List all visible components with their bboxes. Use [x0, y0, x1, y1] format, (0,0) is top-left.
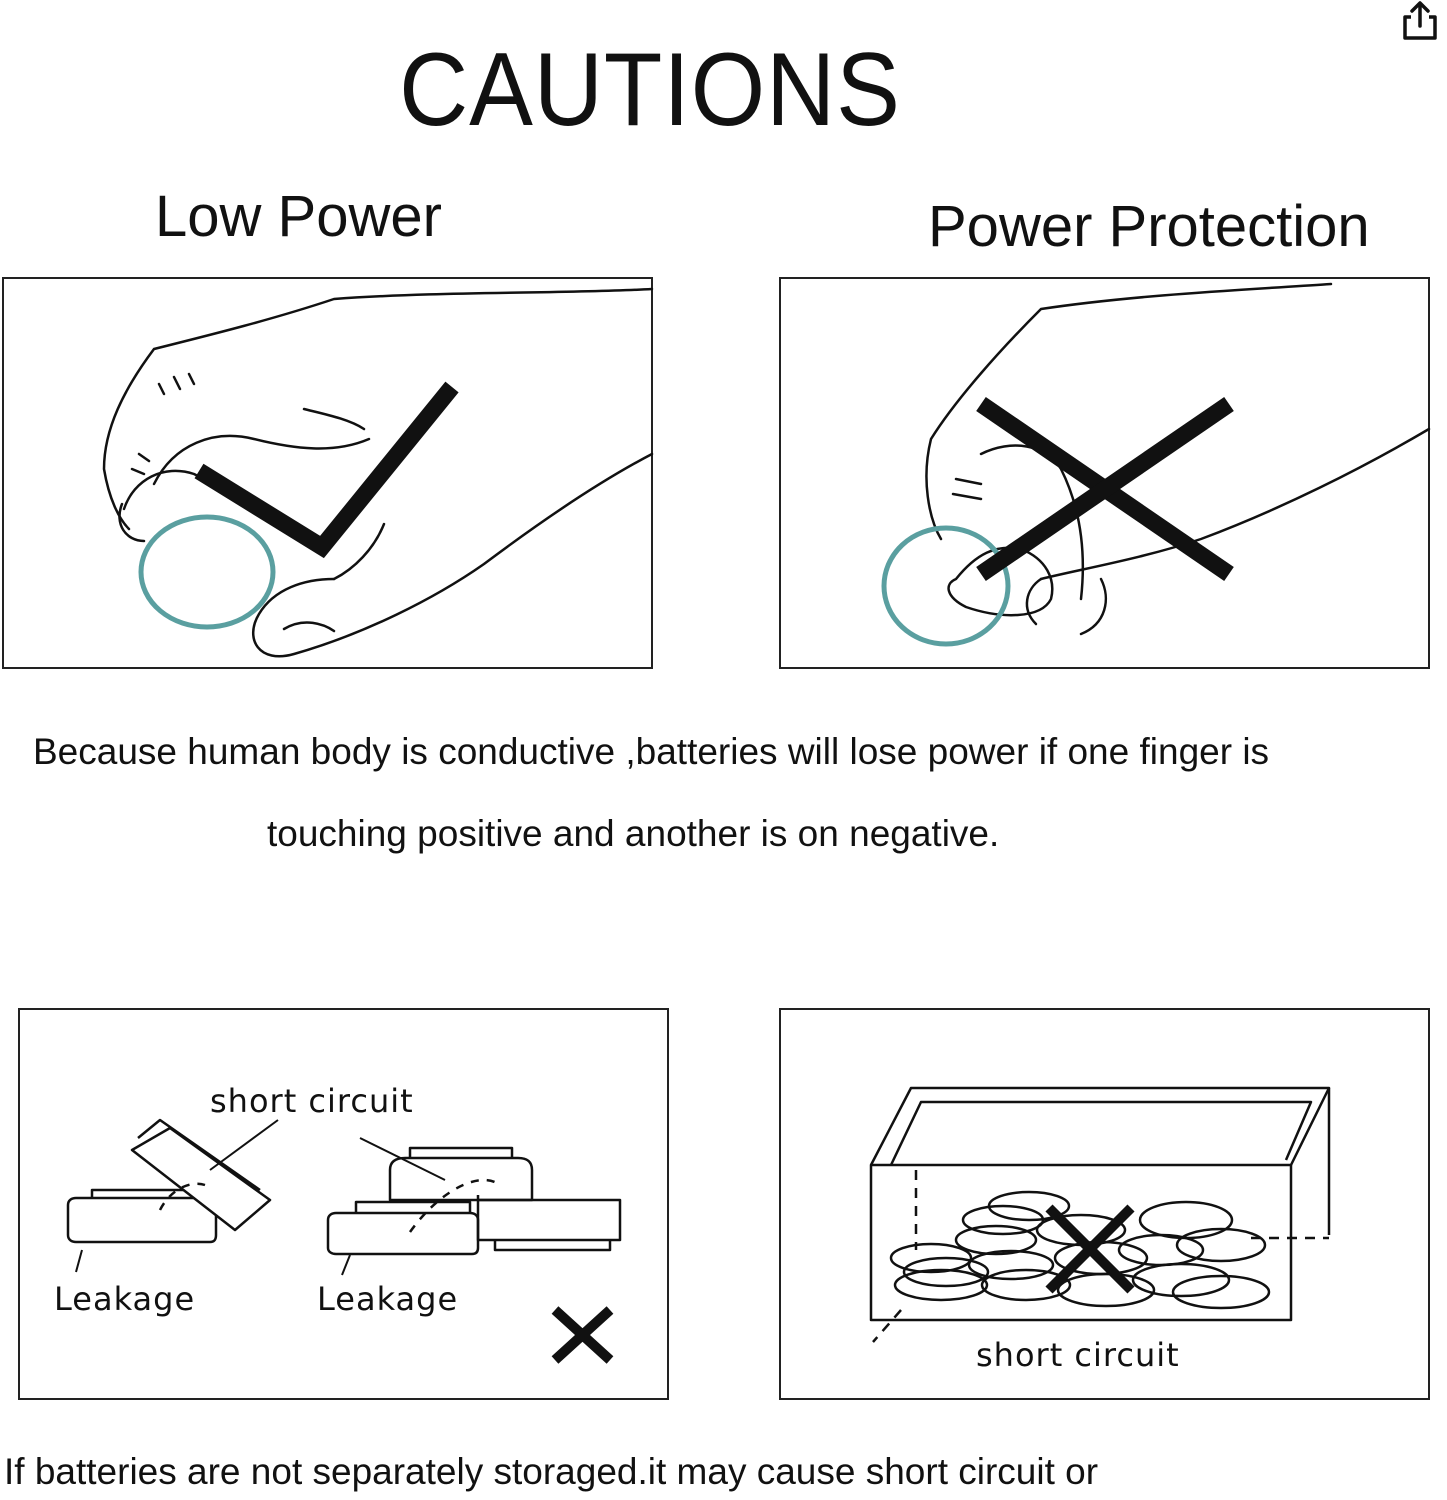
correct-grip-illustration	[2, 277, 654, 669]
cross-mark-icon	[1045, 1204, 1135, 1294]
share-icon[interactable]	[1399, 0, 1441, 42]
explanation-line-1: Because human body is conductive ,batter…	[33, 731, 1270, 772]
leakage-label-right: Leakage	[317, 1280, 459, 1318]
page-title: CAUTIONS	[399, 32, 901, 148]
explanation-line-2: touching positive and another is on nega…	[267, 813, 1000, 854]
short-circuit-label: short circuit	[976, 1336, 1180, 1374]
battery-icon	[138, 514, 276, 630]
power-protection-heading: Power Protection	[928, 194, 1370, 259]
check-mark-icon	[194, 381, 459, 559]
cross-mark-icon	[551, 1306, 614, 1364]
incorrect-grip-illustration	[779, 277, 1431, 669]
footer-text: If batteries are not separately storaged…	[4, 1451, 1099, 1492]
boxed-batteries-illustration: short circuit	[779, 1008, 1430, 1400]
battery-icon	[881, 525, 1011, 647]
stacked-batteries-illustration: short circuit Leakage Leakage	[18, 1008, 669, 1400]
leakage-label-left: Leakage	[54, 1280, 196, 1318]
cross-mark-icon	[976, 396, 1234, 582]
short-circuit-label: short circuit	[210, 1082, 414, 1120]
low-power-heading: Low Power	[155, 184, 442, 249]
